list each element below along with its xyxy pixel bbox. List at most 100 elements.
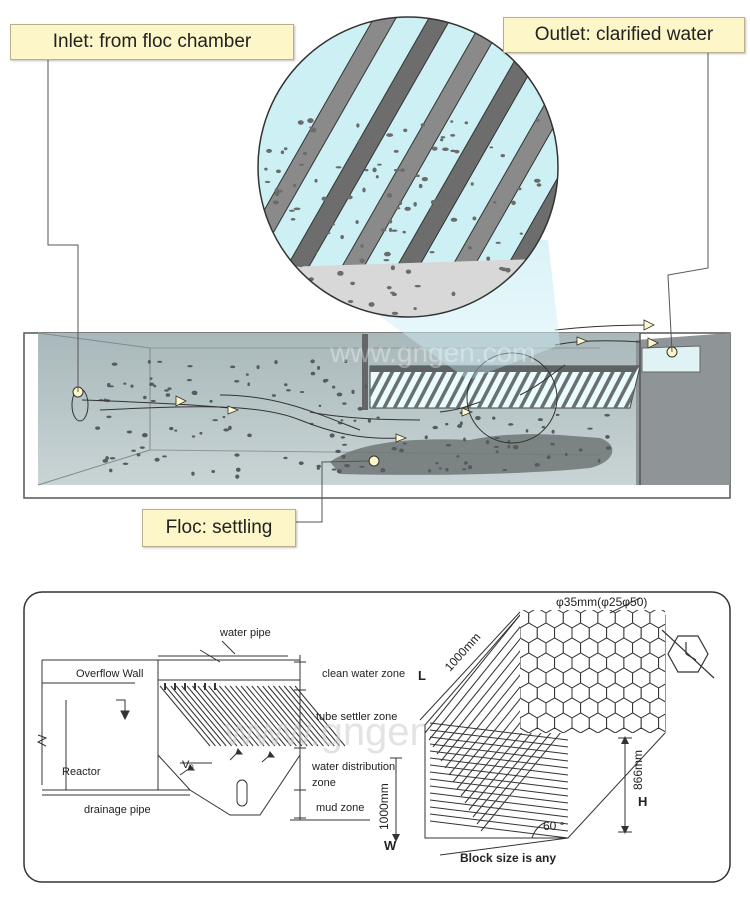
hexagon-detail-icon [661, 629, 715, 679]
hatch-line [273, 685, 324, 747]
label-angle: 60 ° [543, 819, 565, 833]
tube-plate [580, 366, 609, 408]
floc-dot [587, 427, 593, 430]
floc-dot [169, 426, 174, 431]
floc-dot [486, 256, 491, 261]
floc-dot [347, 299, 354, 304]
floc-dot [350, 281, 356, 286]
hatch-line [197, 685, 249, 747]
floc-dot [430, 205, 434, 211]
floc-dot [451, 291, 456, 297]
floc-dot [297, 120, 304, 125]
floc-dot [463, 437, 466, 442]
floc-dot [450, 133, 456, 137]
tube-plate [549, 366, 577, 408]
floc-dot [341, 454, 346, 459]
floc-dot [337, 309, 341, 313]
hatch-line [192, 685, 243, 747]
floc-dot [431, 146, 438, 151]
floc-dot [109, 468, 113, 473]
hatch-line [235, 685, 286, 747]
floc-dot [597, 458, 601, 463]
hatch-line [208, 685, 259, 747]
hatch-line [202, 685, 254, 747]
floc-dot [383, 259, 390, 262]
floc-dot [428, 469, 432, 473]
label-tube-diameter: φ35mm(φ25φ50) [556, 595, 647, 609]
tube-plate [496, 366, 525, 408]
floc-dot [108, 385, 115, 388]
floc-dot [274, 360, 278, 365]
floc-dot [191, 471, 195, 476]
floc-dot [247, 433, 252, 438]
floc-dot [111, 362, 118, 366]
floc-dot [288, 209, 295, 212]
label-drainage-pipe: drainage pipe [84, 804, 151, 816]
hatch-line [165, 685, 216, 747]
hatch-line [256, 685, 308, 747]
floc-dot [390, 265, 396, 271]
label-mud-zone: mud zone [316, 802, 364, 814]
floc-dot [271, 276, 279, 279]
cross-section-diagram [36, 640, 301, 816]
label-length-symbol: L [418, 668, 426, 683]
tube-settler-plates [370, 366, 640, 408]
floc-dot [307, 118, 314, 124]
floc-dot [341, 443, 348, 446]
tube-plate [528, 366, 556, 408]
block-dimensions [390, 597, 641, 856]
floc-dot [141, 432, 148, 438]
floc-dot [165, 393, 171, 397]
floc-dot [470, 182, 474, 186]
floc-dot [355, 220, 359, 224]
floc-dot [340, 235, 344, 240]
floc-dot [209, 399, 213, 403]
floc-dot [388, 218, 393, 224]
floc-dot [456, 454, 460, 458]
label-water-pipe: water pipe [219, 627, 271, 639]
floc-dot [357, 139, 364, 143]
tube-face-line [429, 757, 569, 776]
floc-dot [314, 178, 318, 183]
floc-dot [415, 174, 420, 178]
hex-cell [658, 622, 665, 644]
sludge-layer [330, 434, 613, 475]
floc-dot [475, 415, 481, 421]
tube-face-line [429, 820, 569, 839]
hatch-line [219, 685, 270, 747]
hatch-line [289, 685, 340, 747]
floc-dot [272, 200, 279, 205]
floc-dot [414, 284, 421, 288]
floc-dot [369, 136, 375, 140]
tube-settler-block [369, 365, 641, 409]
floc-dot [264, 167, 268, 171]
floc-dot [256, 365, 260, 370]
floc-dot [388, 227, 393, 233]
floc-dot [495, 241, 501, 244]
tube-plate [559, 366, 588, 408]
floc-dot [399, 448, 405, 453]
floc-dot [437, 195, 441, 199]
hatch-line [175, 685, 227, 747]
floc-dot [421, 231, 426, 236]
floc-dot [346, 319, 349, 321]
floc-dot [433, 198, 440, 203]
tube-plate [612, 366, 640, 408]
floc-dot [309, 127, 317, 133]
floc-dot [105, 456, 109, 461]
floc-dot [199, 431, 203, 435]
floc-marker [368, 455, 380, 467]
floc-dot [191, 390, 198, 395]
floc-dot [489, 146, 494, 149]
label-block-size-note: Block size is any [460, 851, 556, 865]
flow-lines [81, 324, 649, 439]
floc-dot [368, 302, 375, 307]
floc-dot [578, 448, 583, 452]
floc-dot [413, 307, 417, 311]
callout-outlet: Outlet: clarified water [503, 17, 745, 53]
tube-face-line [429, 785, 569, 804]
floc-dot [336, 469, 342, 474]
floc-dot [494, 445, 499, 449]
floc-dot [264, 180, 271, 184]
